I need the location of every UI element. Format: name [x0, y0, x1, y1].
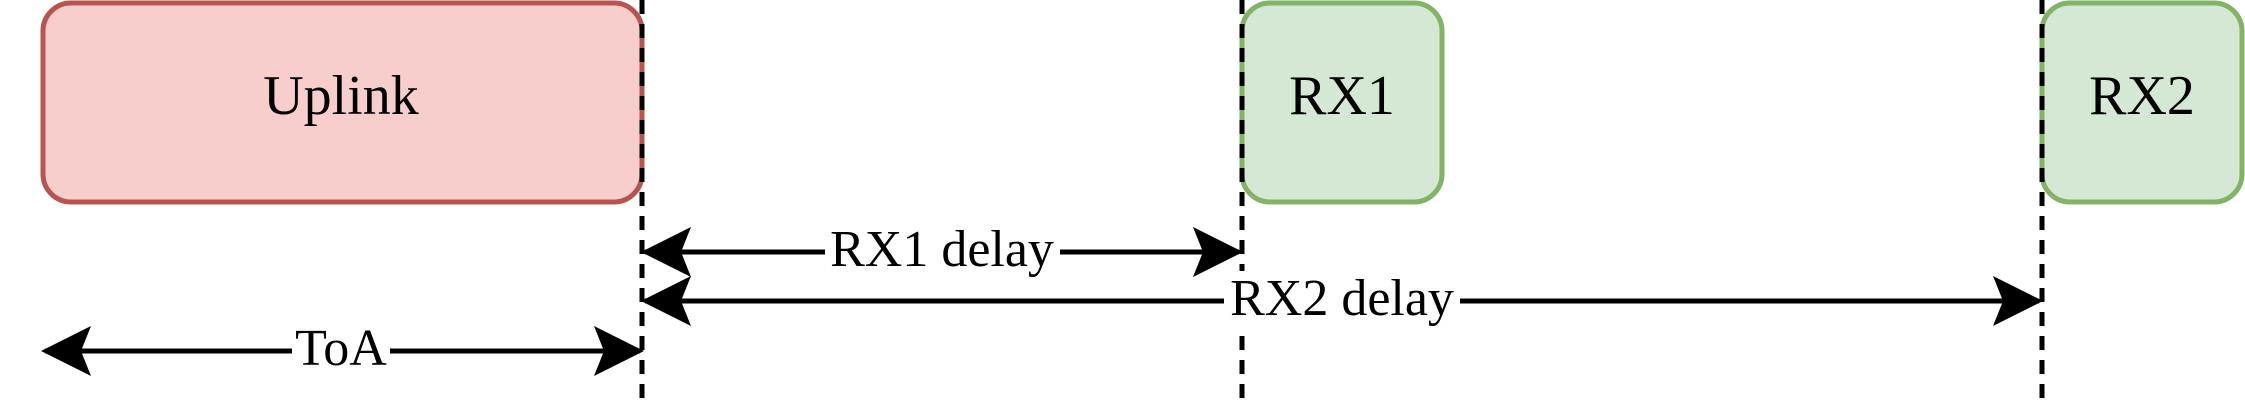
rx2-label: RX2: [2089, 65, 2195, 127]
rx2-delay-arrow: RX2 delay: [641, 270, 2043, 331]
toa-arrow: ToA: [41, 320, 644, 381]
rx2-delay-label-bg: [1224, 271, 1460, 331]
rx2-box: RX2: [2039, 0, 2245, 205]
rx2-delay-label: RX2 delay: [1230, 270, 1454, 327]
rx1-box: RX1: [1239, 0, 1445, 205]
toa-label-bg: [292, 321, 390, 381]
rx1-delay-label-bg: [825, 222, 1060, 282]
uplink-label: Uplink: [263, 65, 419, 127]
rx1-label: RX1: [1289, 65, 1395, 127]
rx1-delay-arrow: RX1 delay: [641, 221, 1243, 282]
rx1-delay-label: RX1 delay: [830, 221, 1054, 278]
toa-label: ToA: [295, 320, 387, 377]
uplink-box: Uplink: [40, 0, 645, 205]
